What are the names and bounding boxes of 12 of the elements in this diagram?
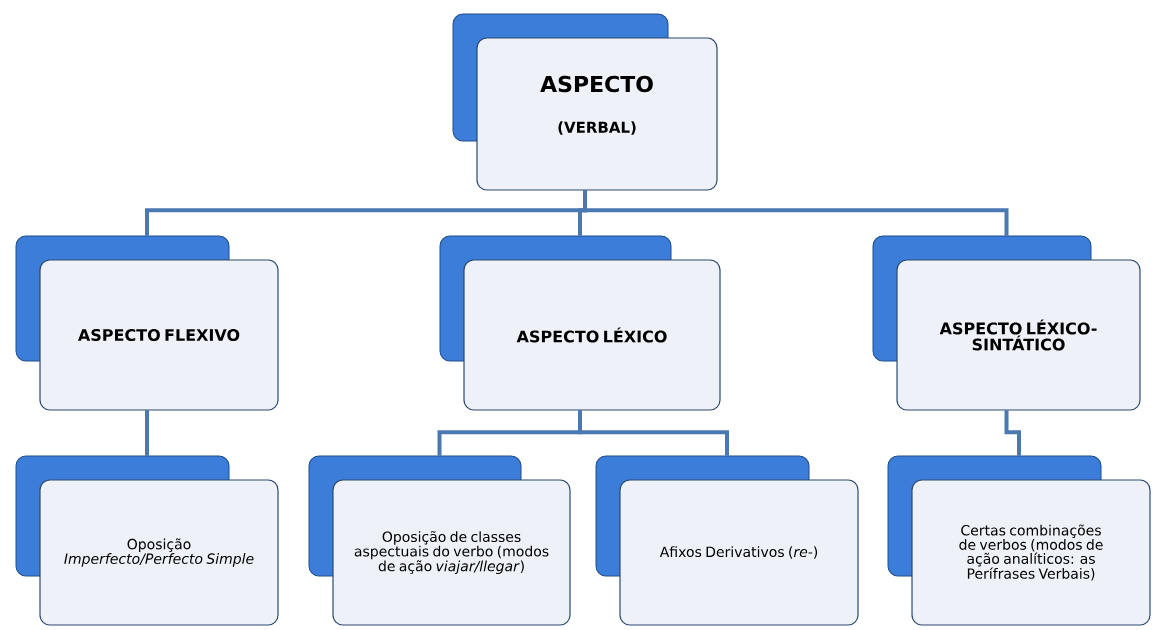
card: ASPECTO LÉXICO bbox=[439, 235, 721, 411]
card: ASPECTO (VERBAL) bbox=[452, 13, 718, 191]
connector bbox=[145, 410, 149, 456]
card: Oposição Imperfecto/Perfecto Simple bbox=[15, 455, 279, 626]
card: Afixos Derivativos (re-) bbox=[595, 455, 859, 626]
card: Certas combinações de verbos (modos de ação analíticos: as Perífrases Verbais) bbox=[887, 455, 1151, 626]
card: ASPECTO LÉXICO-SINTÁTICO bbox=[872, 235, 1141, 411]
card: Oposição de classes aspectuais do verbo (modos de ação viajar/llegar) bbox=[308, 455, 571, 626]
card: ASPECTO FLEXIVO bbox=[15, 235, 279, 411]
connector bbox=[583, 190, 1009, 236]
connector bbox=[578, 410, 729, 456]
connector bbox=[1004, 410, 1021, 456]
